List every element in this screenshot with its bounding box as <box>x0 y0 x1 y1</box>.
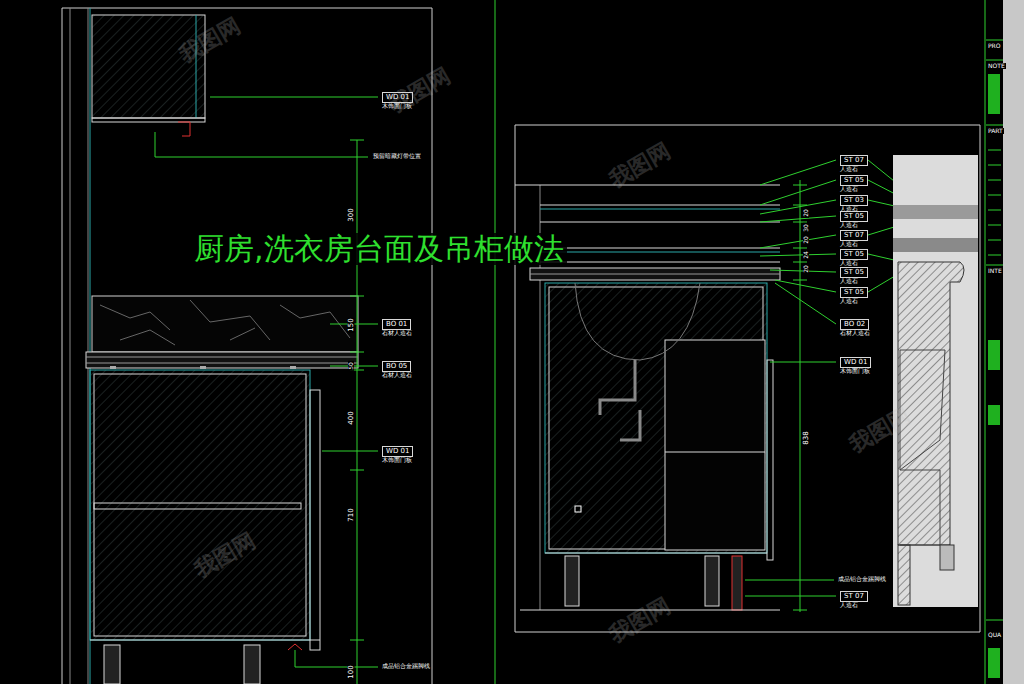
material-tag: ST 03人造石 <box>840 195 868 206</box>
dimension: 24 <box>803 250 809 260</box>
title-block-field: PRO <box>987 43 1002 49</box>
dimension: 300 <box>348 207 355 222</box>
material-tag: ST 07人造石 <box>840 155 868 166</box>
material-code: ST 05 <box>844 289 864 296</box>
material-tag: ST 05人造石 <box>840 175 868 186</box>
material-code: ST 05 <box>844 177 864 184</box>
material-name: 石材人造石 <box>840 330 870 336</box>
title-block-field: QUA <box>987 632 1002 638</box>
material-code: WD 01 <box>844 359 867 366</box>
material-tag: ST 05人造石 <box>840 211 868 222</box>
dimension: 20 <box>803 235 809 245</box>
material-name: 人造石 <box>840 260 858 266</box>
dimension: 150 <box>348 317 355 332</box>
note: 预留暗藏灯带位置 <box>372 153 422 159</box>
material-code: ST 07 <box>844 157 864 164</box>
material-tag: ST 05人造石 <box>840 249 868 260</box>
material-name: 石材人造石 <box>382 330 412 336</box>
drawing-title: 厨房,洗衣房台面及吊柜做法 <box>191 233 567 265</box>
material-code: ST 07 <box>844 593 864 600</box>
material-code: ST 03 <box>844 197 864 204</box>
material-tag: BO 01石材人造石 <box>382 319 411 330</box>
title-block-field: NOTE <box>987 63 1006 69</box>
material-code: ST 05 <box>844 213 864 220</box>
material-code: BO 01 <box>386 321 407 328</box>
dimension: 100 <box>348 664 355 679</box>
watermark: 我图网 <box>605 593 675 646</box>
material-tag: BO 05石材人造石 <box>382 361 411 372</box>
title-block-field: INTE <box>987 268 1003 274</box>
material-tag: ST 05人造石 <box>840 267 868 278</box>
note: 成品铝合金踢脚线 <box>381 663 431 669</box>
dimension: 20 <box>803 264 809 274</box>
material-name: 人造石 <box>840 298 858 304</box>
material-tag: BO 02石材人造石 <box>840 319 869 330</box>
material-name: 人造石 <box>840 241 858 247</box>
watermark: 我图网 <box>385 63 455 116</box>
note: 成品铝合金踢脚线 <box>837 576 887 582</box>
material-code: WD 01 <box>386 448 409 455</box>
dimension: 50 <box>348 361 354 371</box>
material-tag: ST 05人造石 <box>840 287 868 298</box>
dimension: 400 <box>348 410 355 425</box>
material-tag: ST 07人造石 <box>840 591 868 602</box>
material-tag: ST 07人造石 <box>840 230 868 241</box>
material-code: ST 05 <box>844 269 864 276</box>
material-tag: WD 01木饰面门板 <box>382 446 413 457</box>
material-tag: WD 01木饰面门板 <box>840 357 871 368</box>
material-code: BO 02 <box>844 321 865 328</box>
material-name: 人造石 <box>840 602 858 608</box>
dimension: 30 <box>803 223 809 233</box>
watermark: 我图网 <box>605 138 675 191</box>
material-code: ST 07 <box>844 232 864 239</box>
material-name: 人造石 <box>840 186 858 192</box>
dimension: 838 <box>803 430 810 445</box>
material-name: 石材人造石 <box>382 372 412 378</box>
material-code: ST 05 <box>844 251 864 258</box>
material-name: 人造石 <box>840 166 858 172</box>
material-name: 木饰面门板 <box>382 457 412 463</box>
material-code: BO 05 <box>386 363 407 370</box>
material-name: 人造石 <box>840 278 858 284</box>
material-name: 木饰面门板 <box>840 368 870 374</box>
dimension: 710 <box>348 507 355 522</box>
material-name: 人造石 <box>840 222 858 228</box>
title-block-field: PART <box>987 128 1004 134</box>
dimension: 20 <box>803 208 809 218</box>
